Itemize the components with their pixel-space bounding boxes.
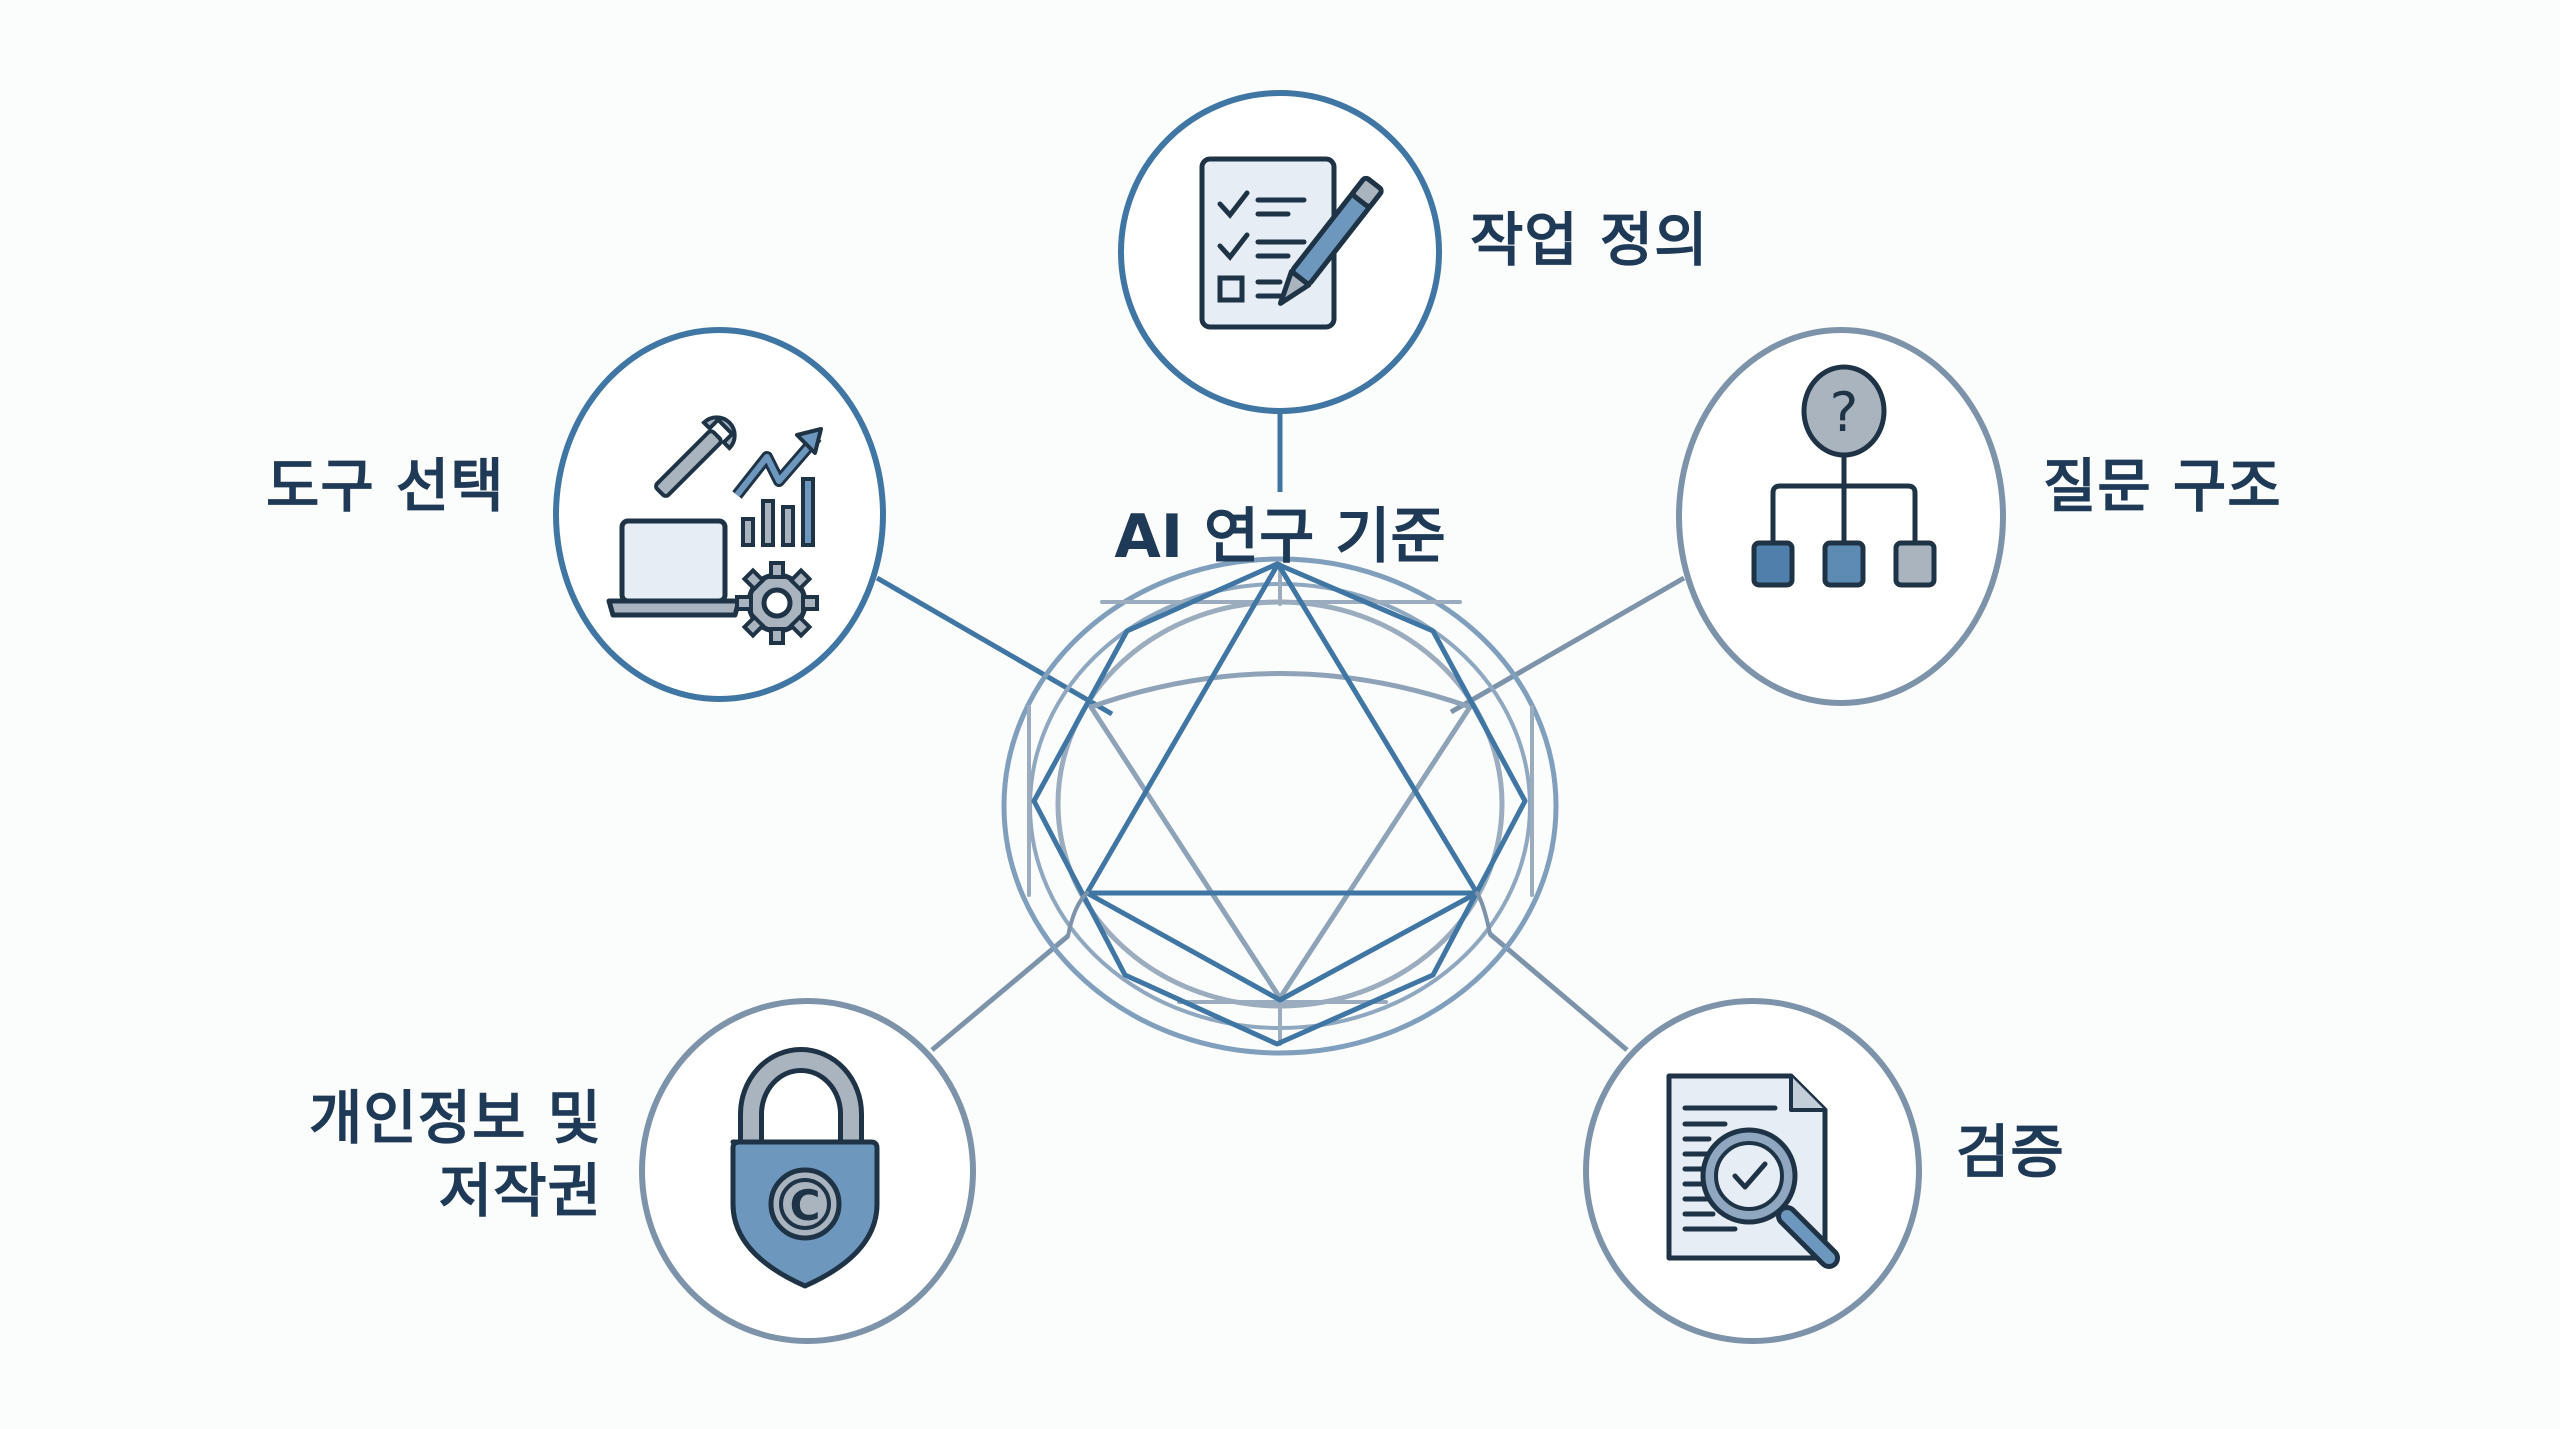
label-task-definition: 작업 정의 [1470, 206, 1709, 274]
node-task-definition[interactable] [1118, 90, 1442, 414]
connector-lower-left [930, 934, 1070, 1052]
label-privacy-copyright-line1: 개인정보 및 [309, 1084, 602, 1152]
label-verification: 검증 [1956, 1118, 2065, 1186]
label-privacy-copyright-line2: 저작권 [438, 1156, 602, 1225]
svg-text:?: ? [1830, 381, 1859, 444]
central-geometric-emblem [1001, 556, 1559, 1056]
padlock-copyright-shield-icon: C [730, 1047, 880, 1289]
node-question-structure[interactable]: ? [1676, 327, 2006, 706]
label-question-structure: 질문 구조 [2043, 452, 2282, 520]
connector-upper-right [1449, 575, 1686, 715]
checklist-pen-icon [1199, 156, 1384, 330]
svg-text:C: C [790, 1181, 821, 1230]
label-tool-selection: 도구 선택 [266, 452, 505, 520]
node-tool-selection[interactable] [553, 327, 886, 702]
laptop-wrench-chart-gear-icon [606, 415, 823, 645]
connector-upper-left [875, 575, 1114, 717]
label-privacy-copyright: 개인정보 및 저작권 [290, 1082, 602, 1227]
question-hierarchy-icon: ? [1751, 364, 1937, 588]
document-magnifier-check-icon [1666, 1073, 1840, 1269]
connector-lower-right [1488, 932, 1629, 1052]
center-title: AI 연구 기준 [1114, 502, 1446, 572]
node-verification[interactable] [1583, 998, 1922, 1344]
node-privacy-copyright[interactable]: C [639, 998, 976, 1344]
